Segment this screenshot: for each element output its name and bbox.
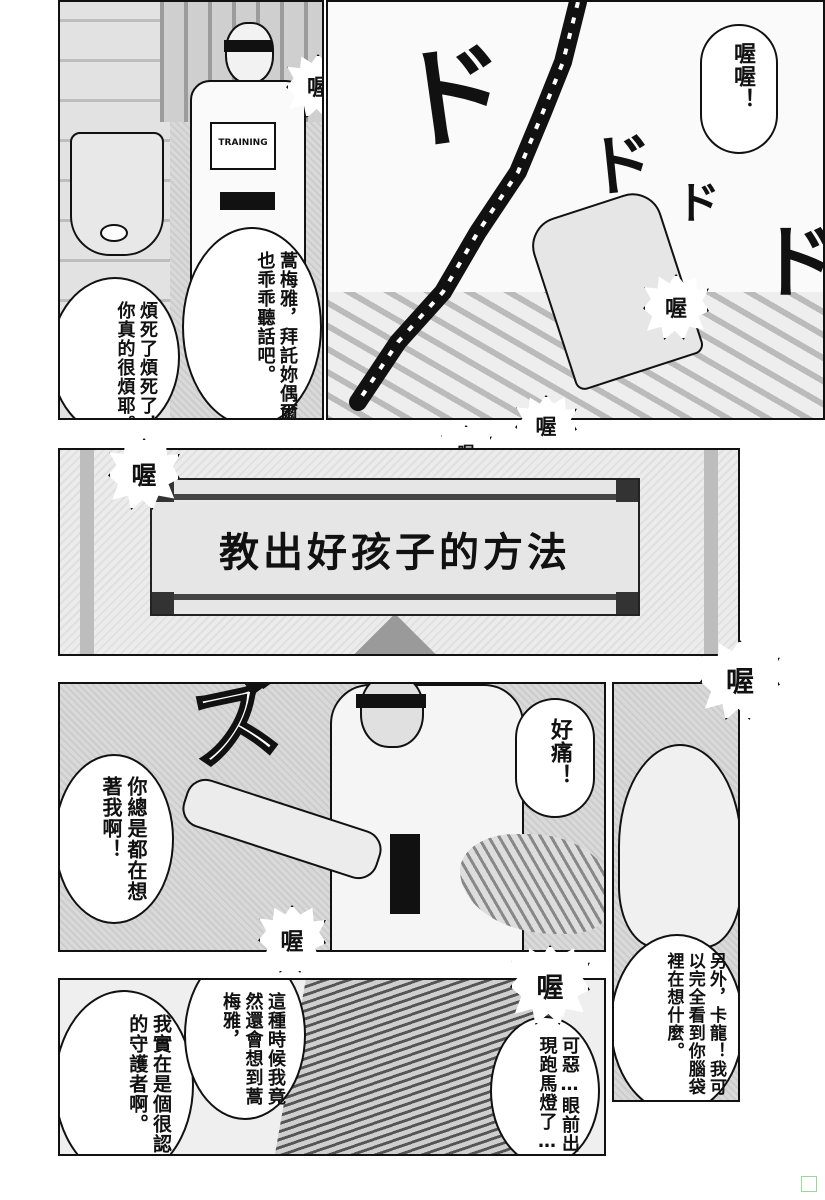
speech-bubble-read-mind: 另外，卡龍！我可以完全看到你腦袋裡在想什麼。 [614,934,738,1100]
door-frame-right [704,450,718,654]
sfx-do-2: ド [584,122,658,208]
speech-bubble-annoyed: 煩死了煩死了！你真的很煩耶。 [60,277,180,420]
bubble-line: 我竟然還會 [242,992,287,1106]
speech-bubble-please: 蒿梅雅，拜託妳偶爾也乖乖聽話吧。 [182,227,322,420]
bubble-line: 你真的 [114,301,136,358]
bubble-line: 另外，卡龍！ [706,952,726,1060]
lightning-bolt [349,2,587,411]
goggles [224,40,272,52]
bubble-line: ！ [547,764,572,787]
door-frame-left [80,450,94,654]
girl-figure [60,132,170,322]
bubble-line: 好痛 [547,718,572,764]
sfx-do-4: ド [758,222,823,302]
sfx-do-1: ド [389,24,517,169]
bubble-line: 蒿梅雅， [277,251,298,327]
sfx-text: 喔 [307,70,322,102]
book: TRAINING [210,122,276,170]
sfx-text: 喔 [280,929,304,955]
speech-bubble-thinking-of-me: 你總是都在想著我啊！ [60,754,174,924]
bubble-line: 很煩耶。 [114,358,136,420]
book-label: TRAINING [218,138,268,148]
bubble-line: 想著我啊！ [99,776,148,902]
speech-bubble-life-flash: 可惡…眼前出現跑馬燈了… [490,1016,600,1154]
bubble-line: 眼前出現 [536,1036,581,1153]
sfx-text: 喔 [535,415,557,439]
bubble-line: ！ [730,88,755,111]
speech-bubble-ouou: 喔喔！ [700,24,778,154]
sfx-text: 喔 [536,972,564,1004]
bubble-line: 我實在是個 [150,1014,172,1114]
bubble-line: 煩死了 [137,301,158,358]
bubble-line: 這種時候 [265,992,286,1068]
goggles-2 [356,694,426,708]
belt-2 [390,834,420,914]
bubble-line: 拜託妳偶爾也 [254,251,299,420]
panel-6: 我實在是個很認真的守護者啊。 這種時候我竟然還會想到蒿梅雅， 可惡…眼前出現跑馬… [58,978,606,1156]
speech-bubble-ouch: 好痛！ [515,698,595,818]
sfx-text: 喔 [664,297,687,322]
bubble-line: 乖乖聽話吧。 [254,270,276,384]
sfx-do-3: ド [676,178,720,229]
sign-board: 教出好孩子的方法 [150,478,640,616]
bubble-line: 很認真的 [126,1014,172,1156]
sfx-text: 喔 [131,461,157,490]
speech-bubble-faithful-guardian: 我實在是個很認真的守護者啊。 [60,990,194,1156]
sfx-text: 喔 [725,665,754,698]
bubble-line: 想到蒿梅雅， [220,992,264,1106]
bubble-line: 可惡… [559,1036,580,1096]
sign-border [164,494,626,600]
girl-mouth [100,224,128,242]
speech-bubble-thinking-of-her: 這種時候我竟然還會想到蒿梅雅， [184,980,306,1120]
bubble-line: 在想什麼。 [663,970,684,1060]
panel-2: ド ド ド ド 喔喔！ 喔 [326,0,825,420]
bubble-line: 喔喔 [730,42,755,88]
teacher-head-2 [360,684,424,748]
door-ornament [352,613,438,654]
panel-4: ズ 好痛！ 你總是都在想著我啊！ [58,682,606,952]
bubble-line: 你總是都在 [124,776,148,881]
teacher-head [225,22,274,84]
panel-1: TRAINING 喔 煩死了煩死了！你真的很煩耶。 蒿梅雅，拜託妳偶爾也乖乖聽話… [58,0,324,420]
bubble-line: 煩死了！ [137,358,158,420]
sign-title: 教出好孩子的方法 [219,530,571,576]
sign-corner [152,592,174,614]
corner-mark [801,1176,817,1192]
sfx-zu: ズ [178,682,291,786]
bubble-line: 看到你腦袋裡 [663,952,705,1096]
bubble-line: 守護者啊。 [126,1034,149,1134]
panel-5: 另外，卡龍！我可以完全看到你腦袋裡在想什麼。 [612,682,740,1102]
bubble-line: 我可以完全 [684,952,726,1096]
sign-corner [616,480,638,502]
sign-corner [616,592,638,614]
bucket-helmet-2 [618,744,738,948]
teacher-belt [220,192,275,210]
bubble-line: 跑馬燈了… [536,1055,558,1153]
